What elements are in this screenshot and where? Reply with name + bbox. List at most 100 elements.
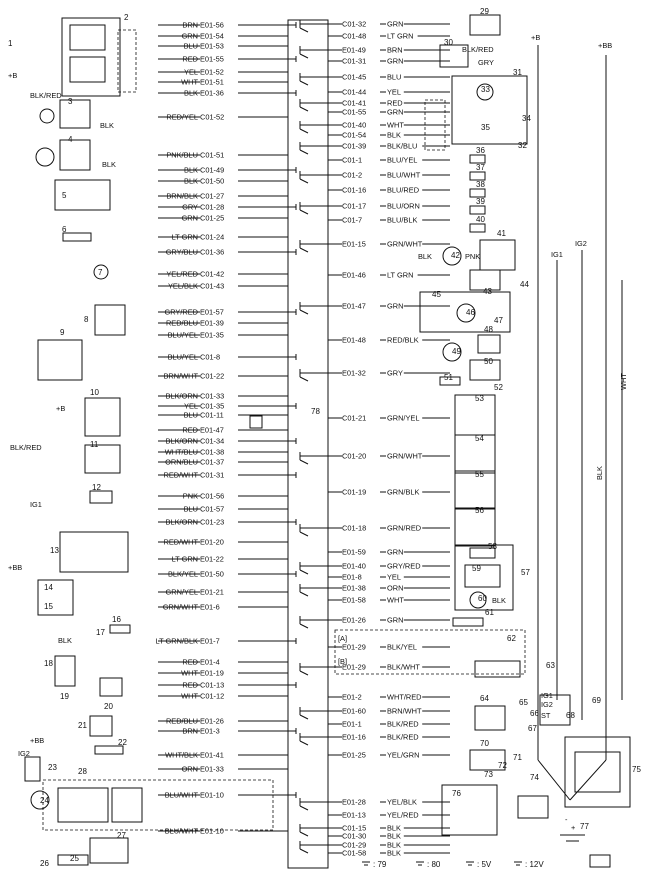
connector-label: C01-57 <box>200 505 224 514</box>
component-number: 23 <box>48 763 57 772</box>
connector-label: E01-59 <box>342 548 366 557</box>
connector-label: E01-52 <box>200 68 224 77</box>
connector-label: E01-8 <box>342 573 362 582</box>
connector-label: C01-15 <box>342 824 366 833</box>
connector-label: E01-20 <box>200 538 224 547</box>
wire-color-label: GRY/BLU <box>166 248 198 257</box>
wire-color-label: BRN <box>387 46 403 55</box>
connector-label: E01-28 <box>342 798 366 807</box>
wire-color-label: GRN <box>387 302 403 311</box>
wire-color-label: RED/YEL <box>166 113 198 122</box>
connector-label: C01-34 <box>200 437 224 446</box>
wire-color-label: LT GRN <box>172 233 198 242</box>
wire-color-label: BLK/RED <box>387 720 419 729</box>
component-number: 66 <box>530 709 539 718</box>
connector-label: E01-60 <box>342 707 366 716</box>
component-number: 30 <box>444 38 453 47</box>
right-pin-row: E01-2 WHT/RED <box>328 693 450 702</box>
component-number: 14 <box>44 583 53 592</box>
connector-label: C01-28 <box>200 203 224 212</box>
component-number: 35 <box>481 123 490 132</box>
wire-color-label: BLK <box>184 166 198 175</box>
wire-color-label: BLK/YEL <box>387 643 417 652</box>
component-number: 52 <box>494 383 503 392</box>
left-connector-pins: E01-56BRNE01-54GRNE01-53BLUE01-55REDE01-… <box>156 21 288 836</box>
component-number: 70 <box>480 739 489 748</box>
wire-color-label: BRN <box>182 21 198 30</box>
component-number: 28 <box>78 767 87 776</box>
connector-label: E01-38 <box>342 584 366 593</box>
wire-color-label: WHT <box>181 669 198 678</box>
component-number: 41 <box>497 229 506 238</box>
wire-color-label: LT GRN <box>387 32 413 41</box>
connector-label: E01-39 <box>200 319 224 328</box>
label-blk-ground: BLK <box>58 636 72 645</box>
component-number: 16 <box>112 615 121 624</box>
connector-label: E01-15 <box>342 240 366 249</box>
connector-label: C01-20 <box>342 452 366 461</box>
component-number: 31 <box>513 68 522 77</box>
wire-color-label: GRN <box>387 57 403 66</box>
connector-label: E01-22 <box>200 555 224 564</box>
wire-color-label: BLU/WHT <box>165 791 199 800</box>
wire-color-label: RED/BLU <box>166 319 198 328</box>
wire-color-label: BLK <box>184 89 198 98</box>
wire-color-label: PNK <box>183 492 198 501</box>
component-number: 32 <box>518 141 527 150</box>
wire-color-label: YEL/RED <box>387 811 419 820</box>
component-number: 5 <box>62 191 67 200</box>
supply-ig2-right: IG2 <box>575 239 587 248</box>
connector-label: C01-12 <box>200 692 224 701</box>
label-blk-red-right: BLK/RED <box>462 45 494 54</box>
wire-color-label: BLK/YEL <box>168 570 198 579</box>
wire-color-label: BLK/RED <box>387 733 419 742</box>
component-number: 61 <box>485 608 494 617</box>
connector-label: E01-51 <box>200 78 224 87</box>
wire-color-label: BRN/WHT <box>164 372 199 381</box>
connector-label: E01-47 <box>342 302 366 311</box>
component-number: 44 <box>520 280 529 289</box>
wire-color-label: GRY <box>387 369 403 378</box>
wire-color-label: WHT/BLK <box>165 751 198 760</box>
connector-label: C01-19 <box>342 488 366 497</box>
wire-color-label: GRY/RED <box>387 562 421 571</box>
component-number: 18 <box>44 659 53 668</box>
connector-label: E01-56 <box>200 21 224 30</box>
supply-ig1-right: IG1 <box>551 250 563 259</box>
connector-label: E01-7 <box>200 637 220 646</box>
wire-color-label: BLU/YEL <box>168 331 198 340</box>
wire-color-label: BLU/BLK <box>387 216 417 225</box>
component-number: 7 <box>98 268 103 277</box>
legend: : 79: 80: 5V: 12V <box>362 860 544 869</box>
connector-label: C01-37 <box>200 458 224 467</box>
connector-label: C01-23 <box>200 518 224 527</box>
component-number: 24 <box>40 796 49 805</box>
connector-label: E01-55 <box>200 55 224 64</box>
wire-color-label: BLU/YEL <box>387 156 417 165</box>
component-number: 39 <box>476 197 485 206</box>
label-blk-e01-58: BLK <box>492 596 506 605</box>
connector-label: E01-2 <box>342 693 362 702</box>
wire-color-label: WHT/RED <box>387 693 422 702</box>
wire-color-label: BLU <box>184 411 198 420</box>
connector-label: C01-16 <box>342 186 366 195</box>
connector-label: E01-10 <box>200 827 224 836</box>
connector-label: C01-2 <box>342 171 362 180</box>
component-number: 2 <box>124 13 129 22</box>
wire-color-label: RED <box>182 55 198 64</box>
wire-color-label: WHT <box>387 596 404 605</box>
component-number: 4 <box>68 135 73 144</box>
